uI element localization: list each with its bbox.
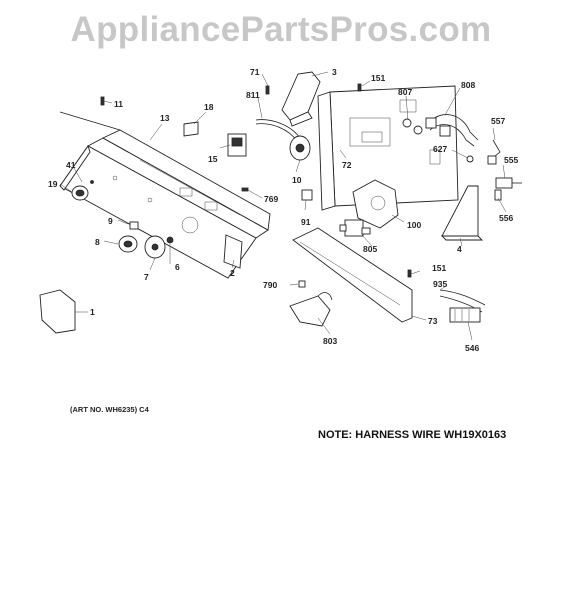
- callout-11: 11: [114, 99, 123, 109]
- callout-151-bottom: 151: [432, 263, 446, 273]
- callout-73: 73: [428, 316, 438, 326]
- cap-627: [466, 155, 474, 163]
- screw-151-bottom: [407, 269, 412, 278]
- inlet-hoses-808: [425, 114, 479, 147]
- clip-6: [166, 236, 174, 244]
- callout-1: 1: [90, 307, 95, 317]
- knob-19: [71, 185, 89, 201]
- callout-72: 72: [342, 160, 352, 170]
- callout-8: 8: [95, 237, 100, 247]
- callout-6: 6: [175, 262, 180, 272]
- callout-10: 10: [292, 175, 302, 185]
- callout-803: 803: [323, 336, 337, 346]
- callout-15: 15: [208, 154, 218, 164]
- callout-555: 555: [504, 155, 518, 165]
- rear-panel-part: [317, 85, 459, 211]
- callout-811: 811: [246, 90, 260, 100]
- screw-151-top: [357, 83, 362, 92]
- dial-7: [144, 235, 166, 259]
- bracket-3: [281, 71, 321, 127]
- switch-555: [495, 177, 522, 189]
- switch-15: [227, 133, 247, 157]
- knob-8: [118, 235, 138, 253]
- screw-71: [265, 85, 270, 95]
- callout-labels: 71 3 151 811 807 808 11 18 557 13 627 55…: [48, 67, 518, 353]
- screw-41: [90, 180, 94, 184]
- callout-546: 546: [465, 343, 479, 353]
- callout-627: 627: [433, 144, 447, 154]
- cord-557: [487, 139, 501, 165]
- panel-back-frame: [102, 129, 271, 269]
- screw-11: [100, 96, 105, 106]
- callout-7: 7: [144, 272, 149, 282]
- clamp-556: [494, 189, 502, 201]
- callout-790: 790: [263, 280, 277, 290]
- harness-546: [439, 289, 486, 323]
- callout-4: 4: [457, 244, 462, 254]
- harness-note: NOTE: HARNESS WIRE WH19X0163: [318, 429, 507, 441]
- callout-41: 41: [66, 160, 76, 170]
- pressure-switch-10: [289, 135, 311, 161]
- callout-71: 71: [250, 67, 260, 77]
- inlet-valve-807: [402, 118, 423, 135]
- callout-18: 18: [204, 102, 214, 112]
- timer-motor-100: [352, 179, 399, 229]
- callout-91: 91: [301, 217, 311, 227]
- spring-9: [129, 221, 139, 230]
- callout-557: 557: [491, 116, 505, 126]
- callout-807: 807: [398, 87, 412, 97]
- hose-811: [255, 119, 301, 139]
- callout-100: 100: [407, 220, 421, 230]
- callout-935: 935: [433, 279, 447, 289]
- bracket-4: [440, 185, 484, 241]
- leader-lines: [59, 71, 507, 341]
- callout-805: 805: [363, 244, 377, 254]
- callout-556: 556: [499, 213, 513, 223]
- shroud-73: [292, 227, 413, 323]
- callout-808: 808: [461, 80, 475, 90]
- manual-1: [39, 289, 76, 334]
- callout-769: 769: [264, 194, 278, 204]
- art-number-label: (ART NO. WH6235) C4: [70, 405, 149, 414]
- callout-13: 13: [160, 113, 170, 123]
- dispenser-803: [289, 292, 333, 327]
- watermark: AppliancePartsPros.com: [70, 10, 492, 49]
- callout-19: 19: [48, 179, 58, 189]
- switch-18: [183, 121, 199, 137]
- callout-2: 2: [230, 268, 235, 278]
- panel-top-edge: [59, 111, 121, 131]
- switch-91: [301, 189, 313, 201]
- screw-769: [241, 187, 249, 192]
- clip-790: [298, 280, 306, 288]
- callout-151-top: 151: [371, 73, 385, 83]
- callout-3: 3: [332, 67, 337, 77]
- valve-805: [339, 219, 371, 237]
- callout-9: 9: [108, 216, 113, 226]
